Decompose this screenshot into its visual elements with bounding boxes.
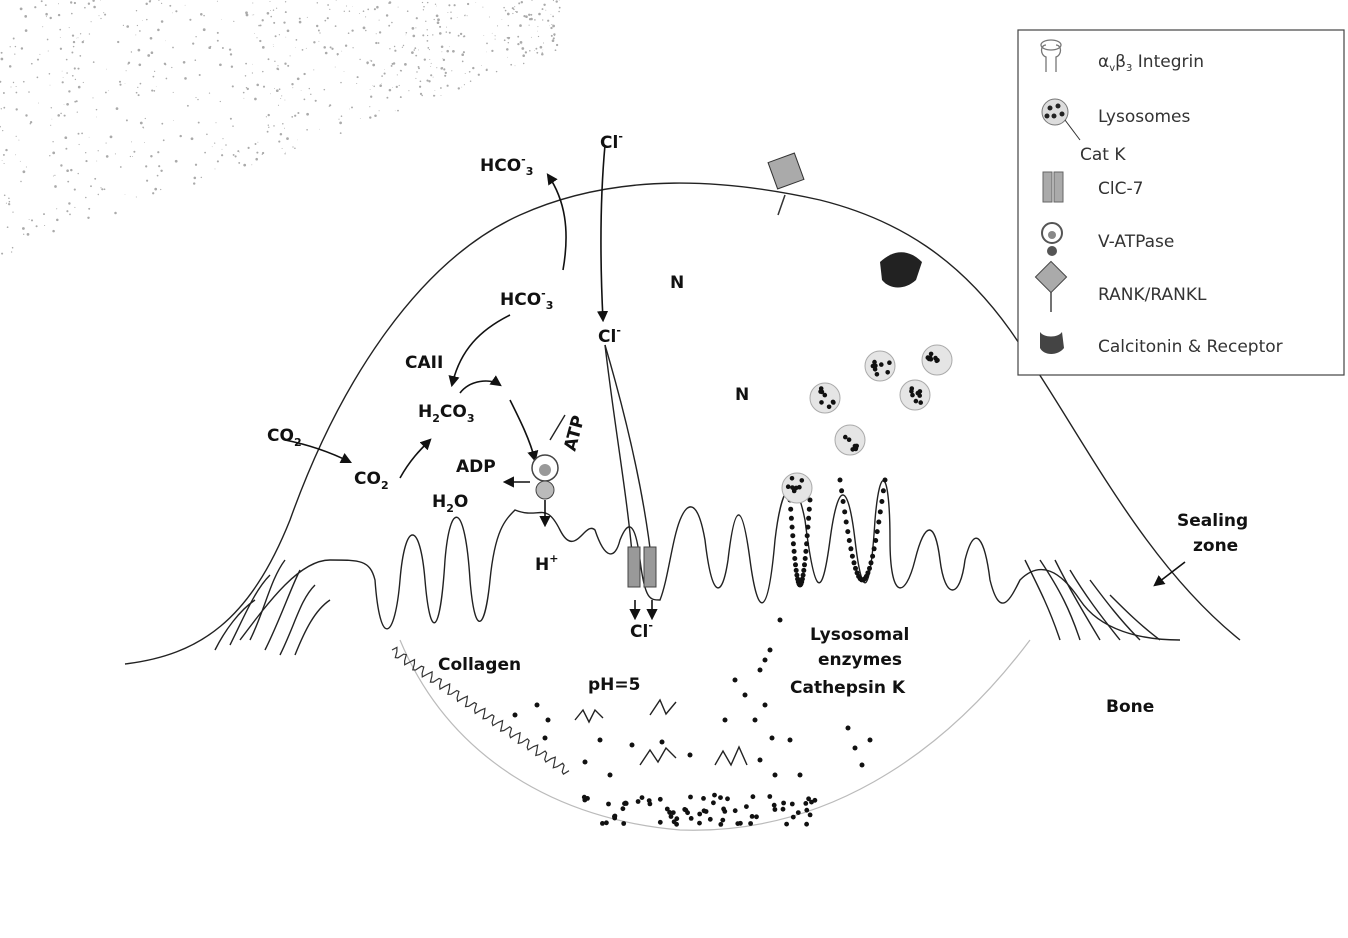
degraded-matrix	[575, 700, 747, 765]
svg-text:Sealing: Sealing	[1177, 511, 1248, 531]
svg-text:Cathepsin K: Cathepsin K	[790, 678, 906, 698]
svg-text:N: N	[735, 385, 749, 405]
background-texture	[0, 0, 561, 255]
sealing-zone-left	[215, 560, 330, 655]
svg-text:H2O: H2O	[432, 492, 468, 515]
svg-text:Cl-: Cl-	[598, 324, 621, 347]
svg-text:Calcitonin & Receptor: Calcitonin & Receptor	[1098, 337, 1283, 357]
svg-text:ClC-7: ClC-7	[1098, 179, 1143, 199]
svg-text:CO2: CO2	[354, 469, 389, 492]
svg-text:zone: zone	[1193, 536, 1238, 556]
svg-text:V-ATPase: V-ATPase	[1098, 232, 1174, 252]
clc-7-channel	[628, 547, 656, 587]
svg-text:Lysosomal: Lysosomal	[810, 625, 909, 645]
svg-text:HCO-3: HCO-3	[480, 153, 533, 178]
lysosomes-in-cell	[782, 345, 952, 503]
svg-text:Lysosomes: Lysosomes	[1098, 107, 1191, 127]
sealing-zone-right	[1025, 560, 1160, 640]
v-atpase-pump	[532, 455, 558, 499]
svg-text:H2CO3: H2CO3	[418, 402, 474, 425]
svg-text:HCO-3: HCO-3	[500, 287, 553, 312]
svg-text:pH=5: pH=5	[588, 675, 640, 695]
svg-text:N: N	[670, 273, 684, 293]
svg-text:Cat K: Cat K	[1080, 145, 1126, 165]
svg-text:ATP: ATP	[561, 413, 590, 453]
rank-rankl-receptor	[768, 153, 804, 215]
svg-text:CAII: CAII	[405, 353, 443, 373]
svg-text:H+: H+	[535, 552, 558, 575]
svg-text:Bone: Bone	[1106, 697, 1154, 717]
ruffled-border	[240, 481, 1180, 640]
calcitonin-receptor	[880, 252, 922, 287]
svg-text:CO2: CO2	[267, 426, 302, 449]
legend-box	[1018, 30, 1344, 375]
svg-text:Collagen: Collagen	[438, 655, 521, 675]
svg-text:Cl-: Cl-	[600, 130, 623, 153]
svg-text:ADP: ADP	[456, 457, 496, 477]
svg-text:enzymes: enzymes	[818, 650, 902, 670]
legend: αvβ3 Integrin Lysosomes Cat K ClC-7 V-AT…	[1018, 30, 1344, 375]
svg-text:RANK/RANKL: RANK/RANKL	[1098, 285, 1207, 305]
svg-text:Cl-: Cl-	[630, 619, 653, 642]
